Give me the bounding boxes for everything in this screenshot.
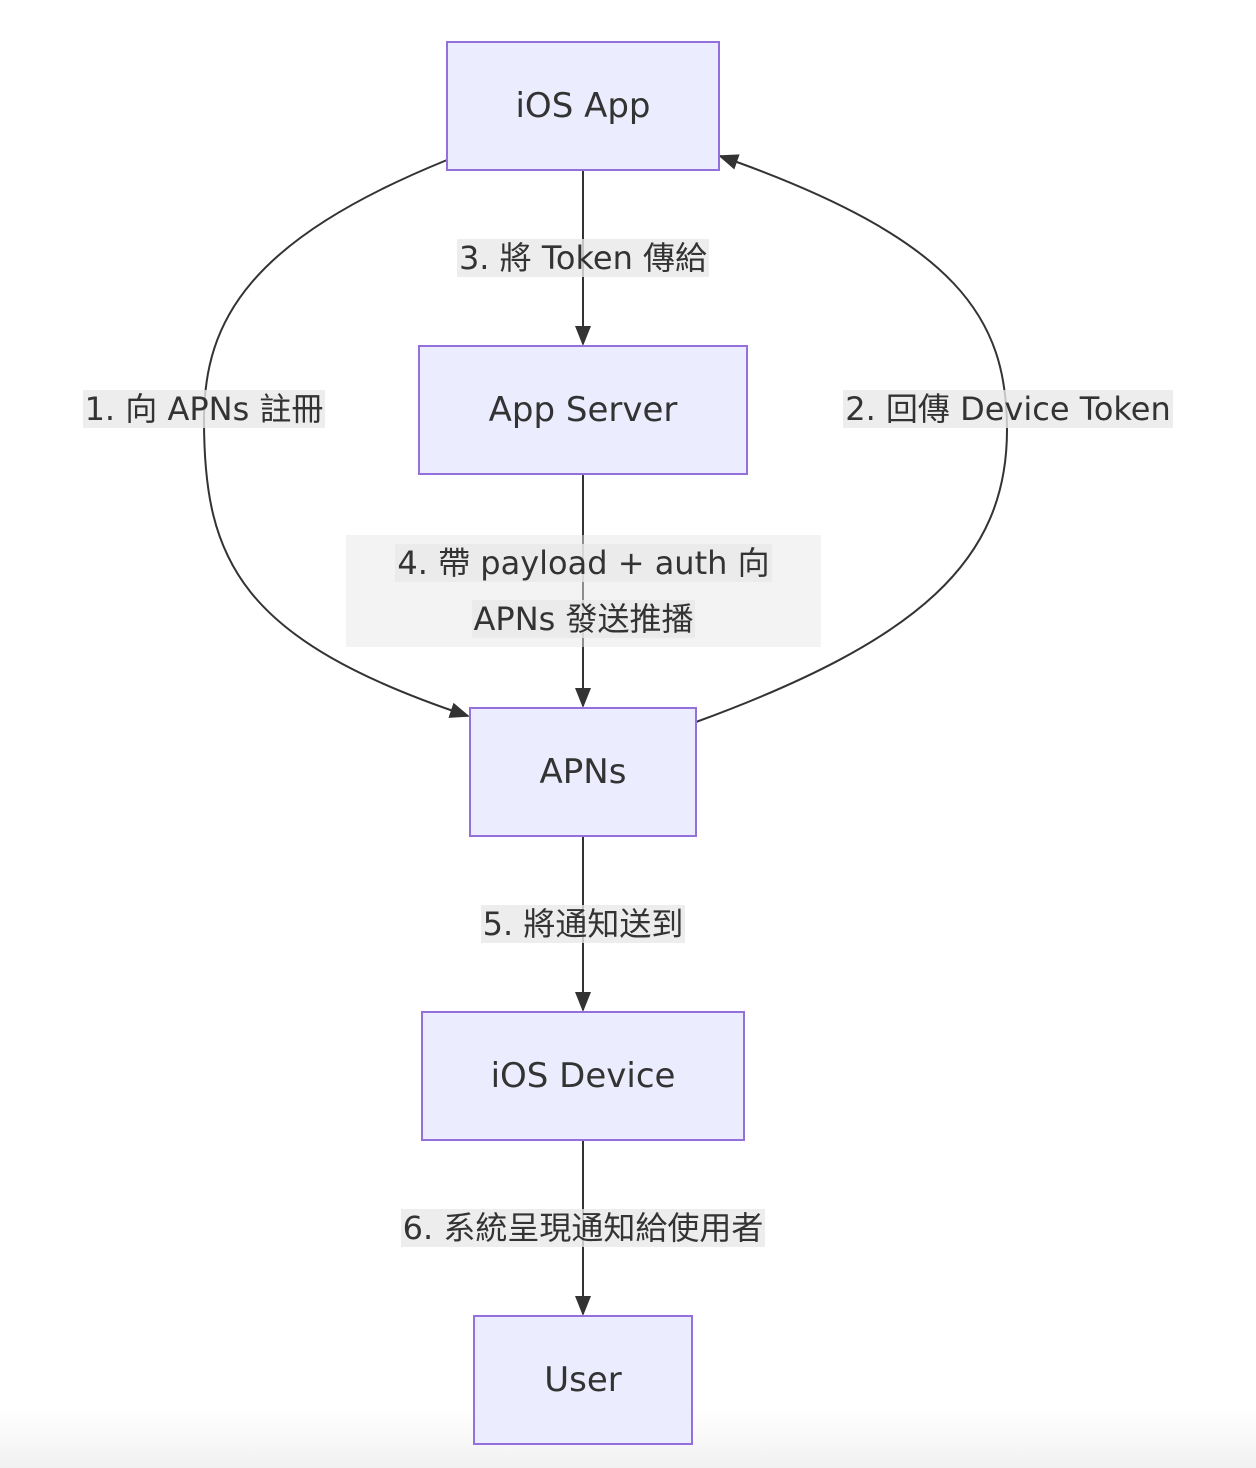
- edge-label-4-line1: 4. 帶 payload + auth 向: [395, 544, 772, 582]
- node-apns: APNs: [469, 707, 697, 837]
- node-apns-label: APNs: [539, 752, 627, 792]
- edge-label-5: 5. 將通知送到: [464, 896, 702, 952]
- edge-label-6-text: 6. 系統呈現通知給使用者: [400, 1209, 766, 1247]
- node-ios-device: iOS Device: [421, 1011, 745, 1141]
- edge-label-1: 1. 向 APNs 註冊: [70, 381, 338, 437]
- node-user: User: [473, 1315, 693, 1445]
- node-app-server-label: App Server: [488, 390, 678, 430]
- edge-label-6: 6. 系統呈現通知給使用者: [369, 1200, 797, 1256]
- edge-label-1-text: 1. 向 APNs 註冊: [82, 390, 326, 428]
- edge-label-4: 4. 帶 payload + auth 向 APNs 發送推播: [346, 535, 821, 647]
- edge-label-3: 3. 將 Token 傳給: [442, 230, 724, 286]
- edge-label-4-line2: APNs 發送推播: [471, 600, 696, 638]
- edge-apns-to-ios-app: [695, 154, 1009, 723]
- edge-label-3-text: 3. 將 Token 傳給: [456, 239, 710, 277]
- edge-label-2-text: 2. 回傳 Device Token: [843, 390, 1173, 428]
- edge-label-2: 2. 回傳 Device Token: [829, 381, 1187, 437]
- node-ios-app-label: iOS App: [515, 86, 651, 126]
- node-ios-device-label: iOS Device: [490, 1056, 676, 1096]
- node-user-label: User: [544, 1360, 622, 1400]
- node-ios-app: iOS App: [446, 41, 720, 171]
- node-app-server: App Server: [418, 345, 748, 475]
- edge-label-5-text: 5. 將通知送到: [480, 905, 686, 943]
